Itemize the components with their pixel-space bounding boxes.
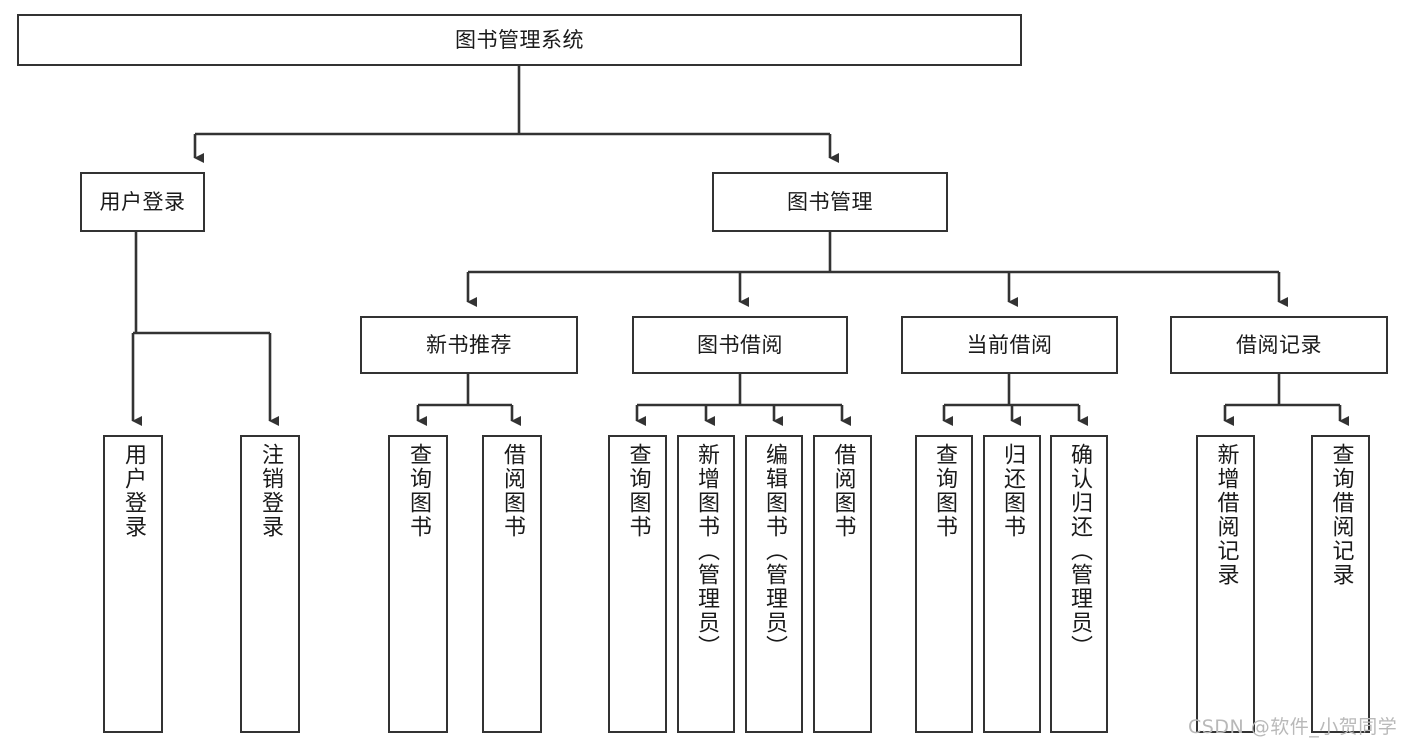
node-user-login-label: 用户登录 bbox=[99, 189, 186, 214]
leaf-edit-book-admin[interactable]: 编辑图书（管理员） bbox=[745, 435, 803, 733]
leaf-return-book[interactable]: 归还图书 bbox=[983, 435, 1041, 733]
node-book-borrow[interactable]: 图书借阅 bbox=[632, 316, 848, 374]
leaf-user-login[interactable]: 用户登录 bbox=[103, 435, 163, 733]
leaf-label: 注销登录 bbox=[258, 443, 283, 539]
node-book-management[interactable]: 图书管理 bbox=[712, 172, 948, 232]
node-user-login[interactable]: 用户登录 bbox=[80, 172, 205, 232]
leaf-borrow-book-recommend[interactable]: 借阅图书 bbox=[482, 435, 542, 733]
node-new-book-recommend[interactable]: 新书推荐 bbox=[360, 316, 578, 374]
leaf-label: 编辑图书（管理员） bbox=[762, 443, 787, 659]
leaf-label: 确认归还（管理员） bbox=[1067, 443, 1092, 659]
leaf-add-book-admin[interactable]: 新增图书（管理员） bbox=[677, 435, 735, 733]
node-new-book-recommend-label: 新书推荐 bbox=[426, 332, 512, 357]
node-book-management-label: 图书管理 bbox=[787, 189, 873, 214]
node-current-borrow[interactable]: 当前借阅 bbox=[901, 316, 1118, 374]
leaf-label: 用户登录 bbox=[121, 443, 146, 539]
csdn-watermark: CSDN @软件_小贺同学 bbox=[1188, 716, 1398, 738]
leaf-label: 查询图书 bbox=[406, 443, 431, 539]
leaf-query-book-current[interactable]: 查询图书 bbox=[915, 435, 973, 733]
node-root-label: 图书管理系统 bbox=[455, 27, 584, 52]
leaf-label: 借阅图书 bbox=[500, 443, 525, 539]
leaf-label: 新增图书（管理员） bbox=[694, 443, 719, 659]
leaf-borrow-book[interactable]: 借阅图书 bbox=[813, 435, 872, 733]
leaf-label: 归还图书 bbox=[1000, 443, 1025, 539]
leaf-query-borrow-record[interactable]: 查询借阅记录 bbox=[1311, 435, 1370, 733]
node-root[interactable]: 图书管理系统 bbox=[17, 14, 1022, 66]
leaf-label: 查询借阅记录 bbox=[1328, 443, 1354, 587]
leaf-confirm-return-admin[interactable]: 确认归还（管理员） bbox=[1050, 435, 1108, 733]
leaf-query-book-borrow[interactable]: 查询图书 bbox=[608, 435, 667, 733]
leaf-logout[interactable]: 注销登录 bbox=[240, 435, 300, 733]
leaf-add-borrow-record[interactable]: 新增借阅记录 bbox=[1196, 435, 1255, 733]
leaf-label: 借阅图书 bbox=[830, 443, 856, 539]
node-current-borrow-label: 当前借阅 bbox=[966, 332, 1053, 357]
leaf-label: 新增借阅记录 bbox=[1213, 443, 1239, 587]
leaf-query-book-recommend[interactable]: 查询图书 bbox=[388, 435, 448, 733]
node-borrow-record[interactable]: 借阅记录 bbox=[1170, 316, 1388, 374]
node-borrow-record-label: 借阅记录 bbox=[1236, 332, 1322, 357]
leaf-label: 查询图书 bbox=[932, 443, 957, 539]
node-book-borrow-label: 图书借阅 bbox=[697, 332, 783, 357]
leaf-label: 查询图书 bbox=[625, 443, 651, 539]
